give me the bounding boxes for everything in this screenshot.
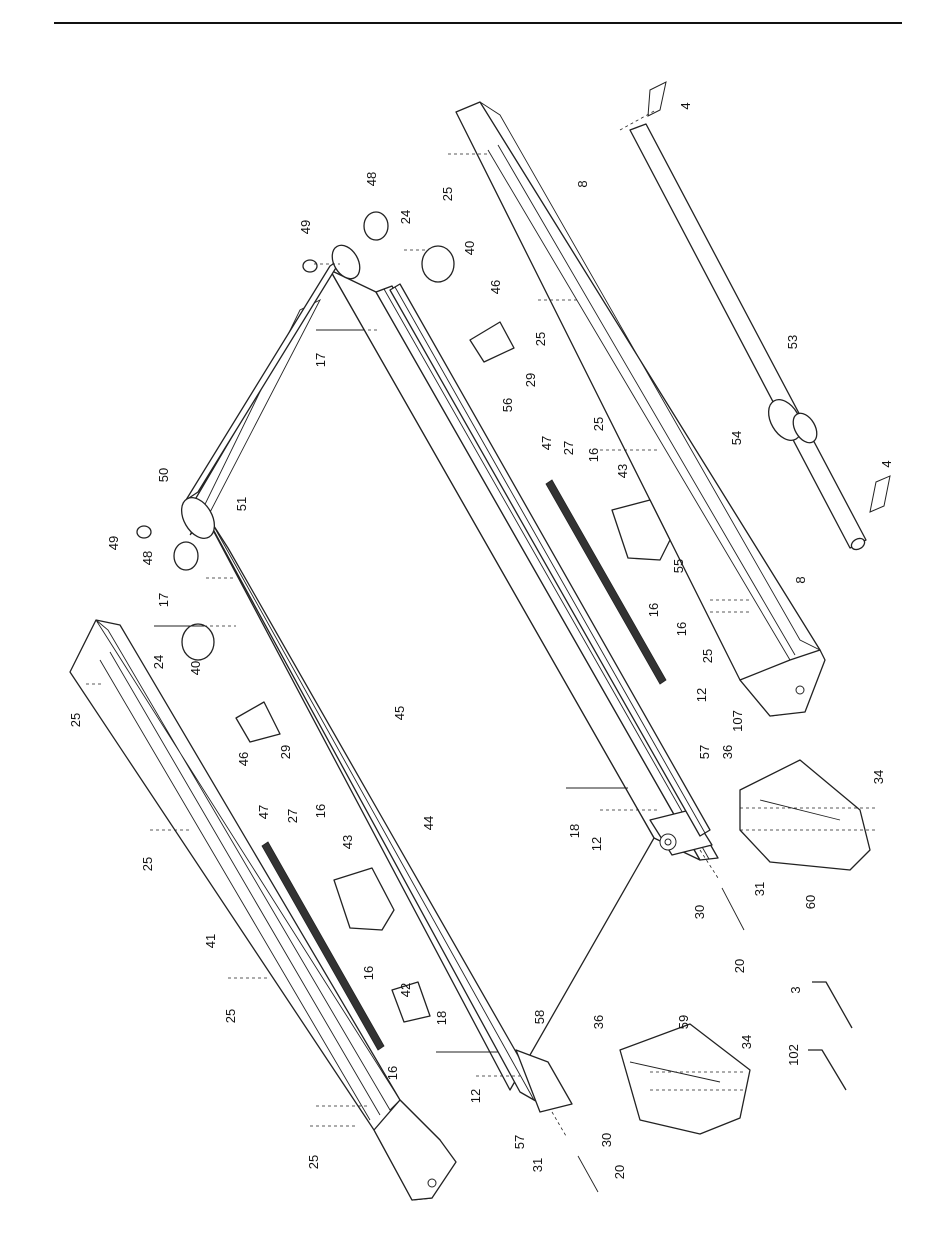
callout-29: 29 [278, 745, 293, 759]
allen-wrenches [808, 982, 852, 1090]
callout-59: 59 [676, 1015, 691, 1029]
callout-34: 34 [739, 1035, 754, 1049]
callout-45: 45 [392, 706, 407, 720]
callout-40: 40 [462, 241, 477, 255]
callout-60: 60 [803, 895, 818, 909]
callout-36: 36 [591, 1015, 606, 1029]
callout-47: 47 [539, 436, 554, 450]
callout-25: 25 [306, 1155, 321, 1169]
callout-30: 30 [692, 905, 707, 919]
callout-42: 42 [398, 983, 413, 997]
callout-57: 57 [697, 745, 712, 759]
callout-8: 8 [793, 576, 808, 583]
callout-8: 8 [575, 180, 590, 187]
callout-25: 25 [440, 187, 455, 201]
callout-46: 46 [488, 280, 503, 294]
callout-36: 36 [720, 745, 735, 759]
callout-41: 41 [203, 934, 218, 948]
callout-53: 53 [785, 335, 800, 349]
callout-27: 27 [561, 441, 576, 455]
callout-16: 16 [313, 804, 328, 818]
callout-16: 16 [385, 1066, 400, 1080]
callout-25: 25 [140, 857, 155, 871]
callout-25: 25 [591, 417, 606, 431]
callout-50: 50 [156, 468, 171, 482]
callout-16: 16 [586, 448, 601, 462]
callout-25: 25 [533, 332, 548, 346]
callout-18: 18 [567, 824, 582, 838]
callout-20: 20 [612, 1165, 627, 1179]
callout-31: 31 [752, 882, 767, 896]
callout-43: 43 [615, 464, 630, 478]
callout-102: 102 [786, 1044, 801, 1066]
callout-56: 56 [500, 398, 515, 412]
callout-54: 54 [729, 431, 744, 445]
callout-47: 47 [256, 805, 271, 819]
callout-43: 43 [340, 835, 355, 849]
callout-16: 16 [646, 603, 661, 617]
callout-58: 58 [532, 1010, 547, 1024]
callout-107: 107 [730, 710, 745, 732]
callout-16: 16 [674, 622, 689, 636]
callout-16: 16 [361, 966, 376, 980]
callout-30: 30 [599, 1133, 614, 1147]
callout-40: 40 [188, 661, 203, 675]
callout-34: 34 [871, 770, 886, 784]
callout-48: 48 [140, 551, 155, 565]
callout-17: 17 [313, 353, 328, 367]
callout-49: 49 [106, 536, 121, 550]
callout-51: 51 [234, 497, 249, 511]
callout-12: 12 [694, 688, 709, 702]
callout-44: 44 [421, 816, 436, 830]
callout-3: 3 [788, 986, 803, 993]
callout-31: 31 [530, 1158, 545, 1172]
callout-49: 49 [298, 220, 313, 234]
callout-27: 27 [285, 809, 300, 823]
callout-18: 18 [434, 1011, 449, 1025]
callout-4: 4 [879, 460, 894, 467]
callout-48: 48 [364, 172, 379, 186]
callout-24: 24 [151, 655, 166, 669]
callout-12: 12 [589, 837, 604, 851]
callout-20: 20 [732, 959, 747, 973]
callout-55: 55 [671, 559, 686, 573]
callout-17: 17 [156, 593, 171, 607]
callout-4: 4 [678, 102, 693, 109]
callout-12: 12 [468, 1089, 483, 1103]
callout-57: 57 [512, 1135, 527, 1149]
callout-29: 29 [523, 373, 538, 387]
callout-25: 25 [700, 649, 715, 663]
callout-24: 24 [398, 210, 413, 224]
callout-46: 46 [236, 752, 251, 766]
callout-25: 25 [223, 1009, 238, 1023]
callout-25: 25 [68, 713, 83, 727]
